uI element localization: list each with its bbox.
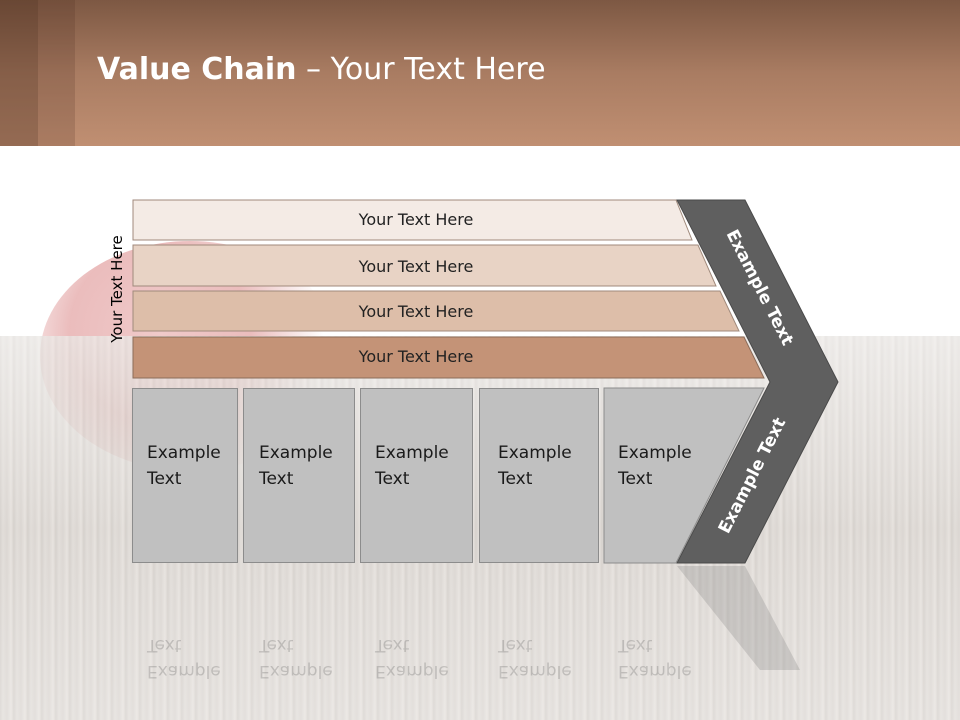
- box-2[interactable]: [243, 388, 355, 563]
- box-3-refl-line1: Example: [375, 661, 449, 681]
- box-2-line1: Example: [259, 443, 333, 463]
- box-3[interactable]: [360, 388, 473, 563]
- box-1[interactable]: [132, 388, 238, 563]
- box-5-refl-line2: Text: [618, 635, 653, 655]
- bar-1-label: Your Text Here: [358, 210, 474, 229]
- box-4-refl-line1: Example: [498, 661, 572, 681]
- box-4-refl-line2: Text: [498, 635, 533, 655]
- box-3-refl-line2: Text: [375, 635, 410, 655]
- bar-4-label: Your Text Here: [358, 347, 474, 366]
- bar-4[interactable]: [132, 336, 765, 379]
- box-1-reflection: Example Text: [147, 632, 221, 684]
- bar-2[interactable]: [132, 244, 717, 287]
- box-2-reflection: Example Text: [259, 632, 333, 684]
- box-1-refl-line2: Text: [147, 635, 182, 655]
- bar-3[interactable]: [132, 290, 740, 332]
- chevron-reflection: [677, 566, 800, 670]
- title-rest: – Your Text Here: [296, 52, 546, 87]
- box-4-reflection: Example Text: [498, 632, 572, 684]
- box-1-line2: Text: [147, 469, 182, 489]
- bar-1[interactable]: [132, 199, 693, 241]
- box-4-line1: Example: [498, 443, 572, 463]
- bar-2-label: Your Text Here: [358, 257, 474, 276]
- box-2-refl-line1: Example: [259, 661, 333, 681]
- box-3-reflection: Example Text: [375, 632, 449, 684]
- bar-3-label: Your Text Here: [358, 302, 474, 321]
- box-5-line2: Text: [618, 469, 653, 489]
- box-5-refl-line1: Example: [618, 661, 692, 681]
- box-5-line1: Example: [618, 443, 692, 463]
- box-5-reflection: Example Text: [618, 632, 692, 684]
- box-4-line2: Text: [498, 469, 533, 489]
- header-band: Value Chain – Your Text Here: [0, 0, 960, 146]
- title-bold: Value Chain: [97, 52, 297, 87]
- box-2-line2: Text: [259, 469, 294, 489]
- header-accent-dark: [0, 0, 38, 146]
- box-3-line1: Example: [375, 443, 449, 463]
- chevron-arrow[interactable]: [676, 199, 839, 564]
- box-2-refl-line2: Text: [259, 635, 294, 655]
- box-4[interactable]: [479, 388, 599, 563]
- box-5-slant: [603, 387, 765, 564]
- slide-title[interactable]: Value Chain – Your Text Here: [97, 52, 546, 87]
- box-1-line1: Example: [147, 443, 221, 463]
- header-accent-light: [38, 0, 75, 146]
- box-3-line2: Text: [375, 469, 410, 489]
- box-1-refl-line1: Example: [147, 661, 221, 681]
